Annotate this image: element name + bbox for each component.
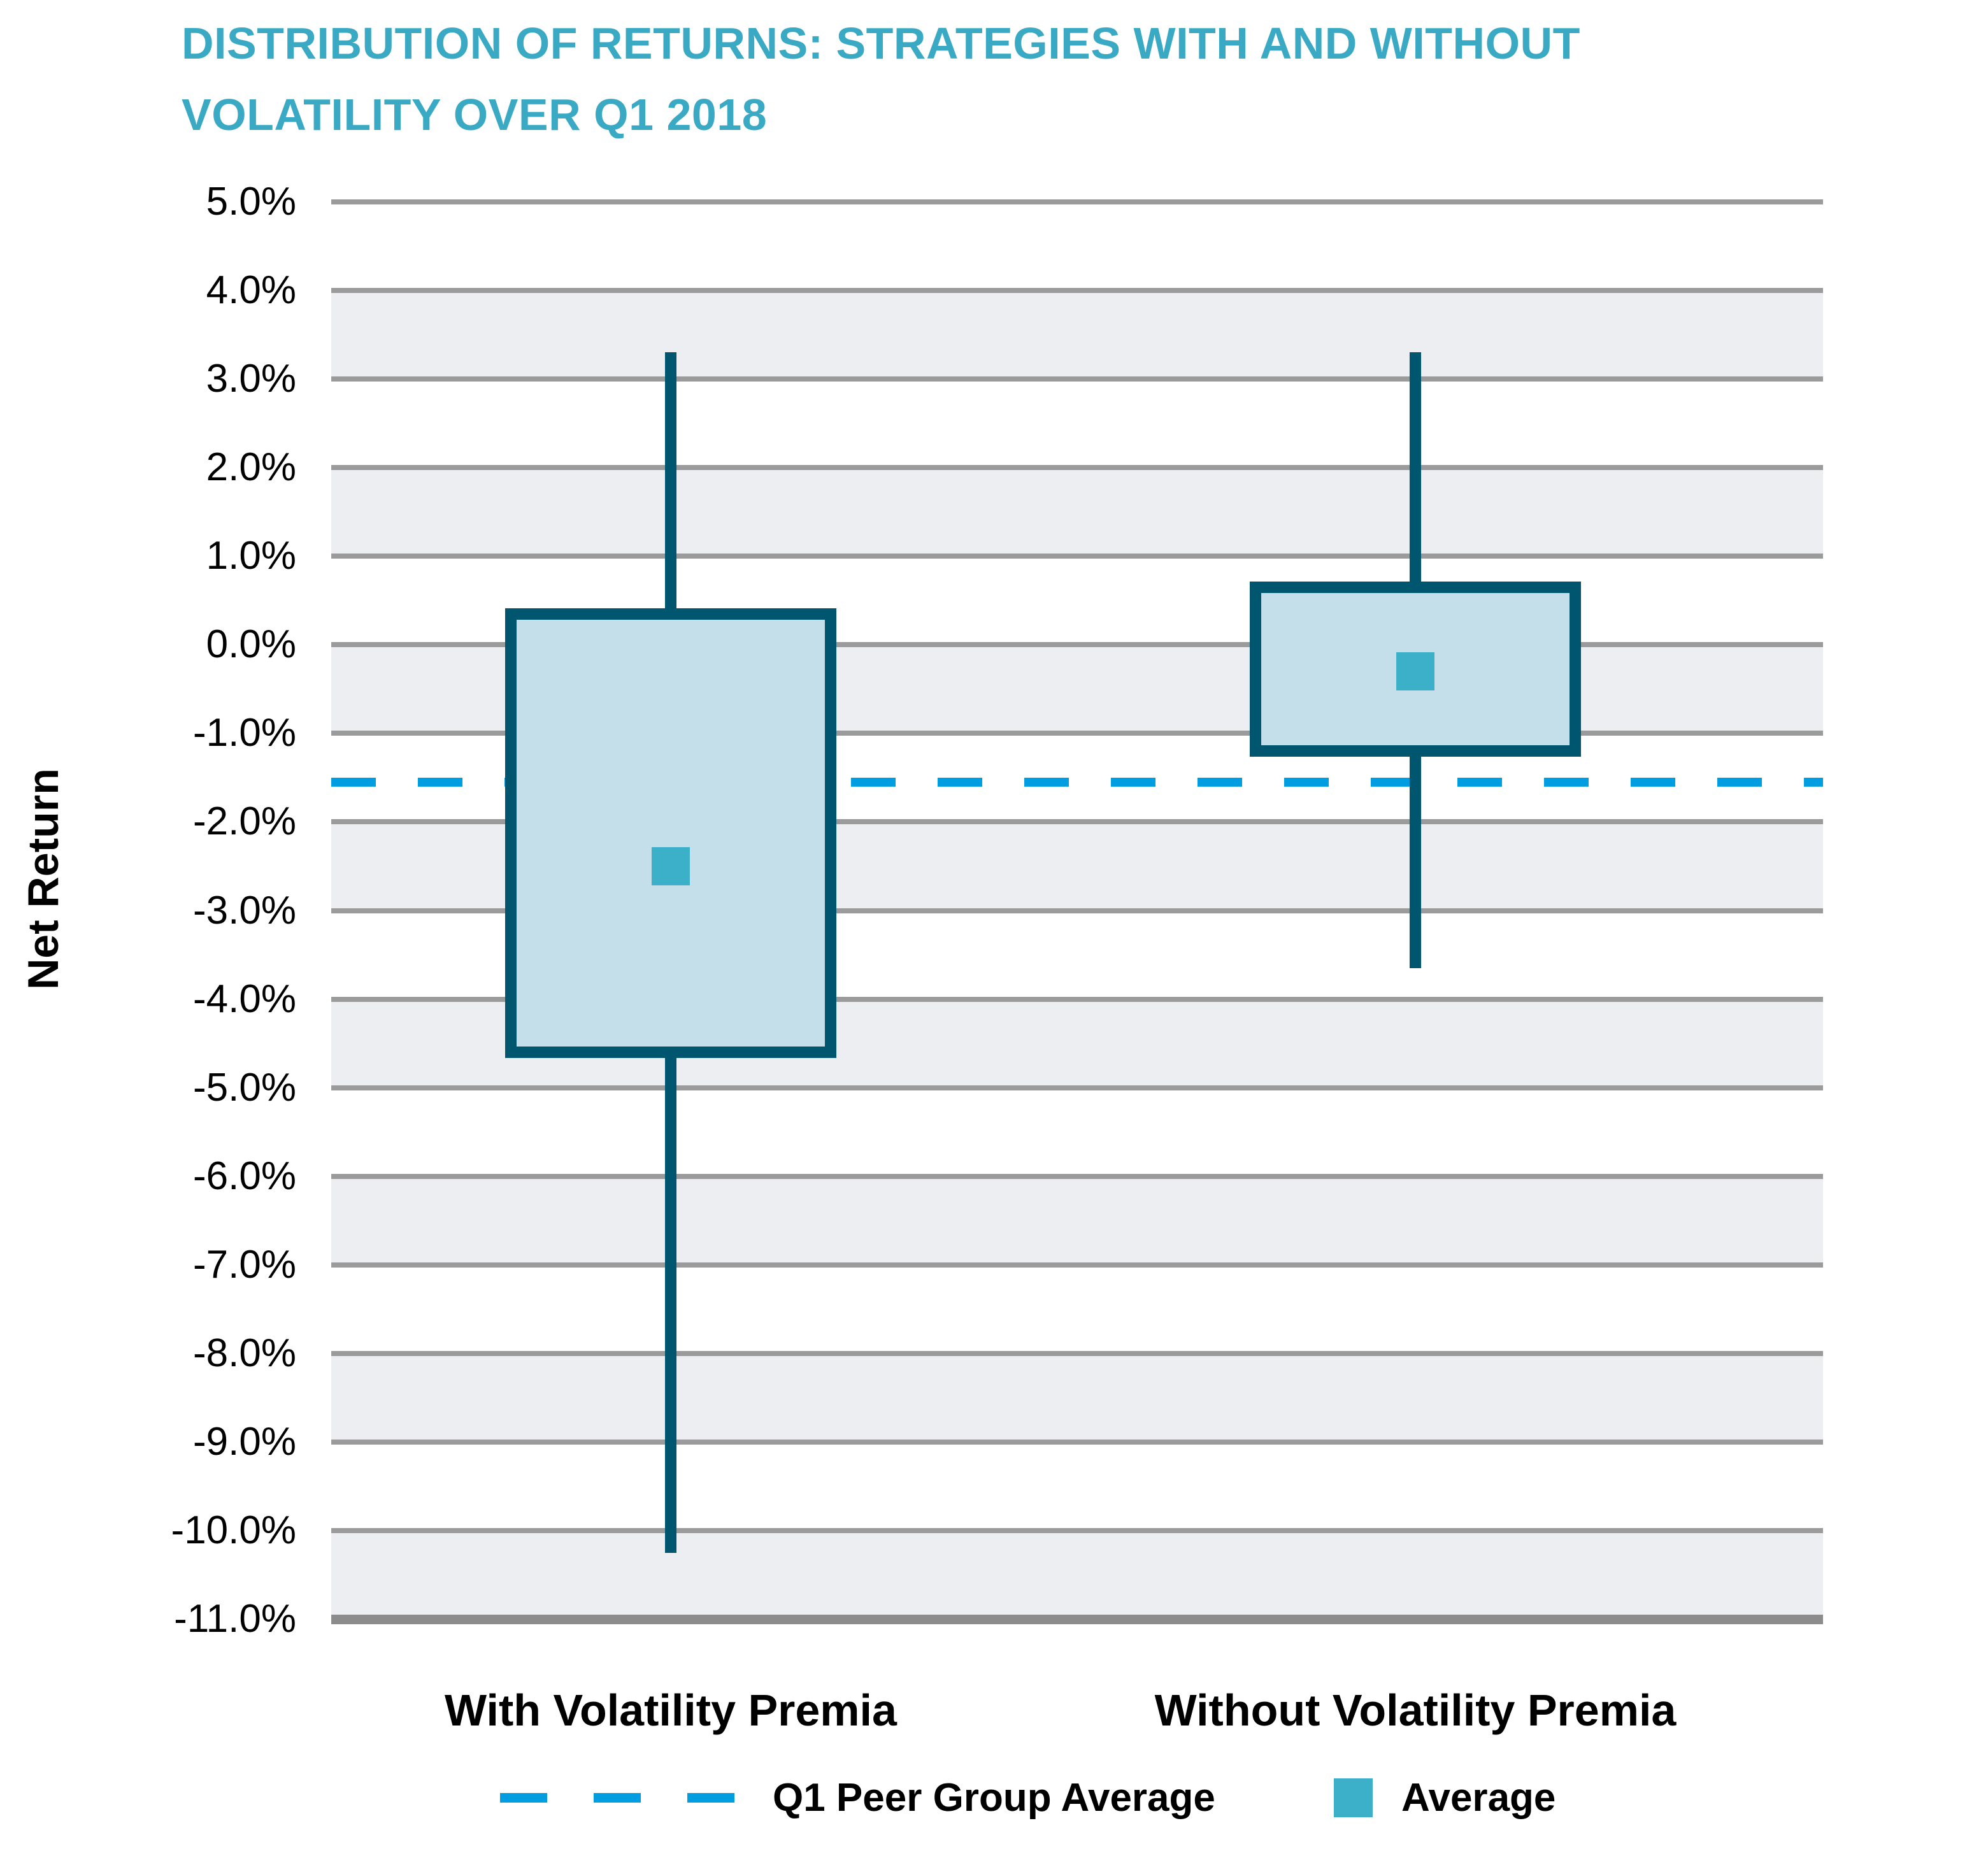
y-tick-label: -7.0% <box>193 1242 296 1287</box>
grid-band <box>331 290 1823 380</box>
grid-band <box>331 1353 1823 1442</box>
y-axis-title: Net Return <box>19 768 68 990</box>
gridline <box>331 908 1823 913</box>
gridline <box>331 1173 1823 1179</box>
y-tick-label: -2.0% <box>193 799 296 844</box>
gridline <box>331 554 1823 559</box>
legend-dashed-line-swatch <box>500 1793 741 1803</box>
chart-title-line1: DISTRIBUTION OF RETURNS: STRATEGIES WITH… <box>182 18 1580 68</box>
x-category-label: With Volatility Premia <box>445 1685 897 1735</box>
x-category-label: Without Volatility Premia <box>1154 1685 1677 1735</box>
grid-band <box>331 1530 1823 1619</box>
gridline <box>331 1527 1823 1533</box>
gridline <box>331 1085 1823 1090</box>
legend-label-peer-group-average: Q1 Peer Group Average <box>773 1776 1215 1820</box>
legend-label-average: Average <box>1401 1776 1556 1820</box>
y-tick-label: 3.0% <box>206 357 296 401</box>
gridline <box>331 642 1823 648</box>
average-marker <box>1396 652 1434 691</box>
y-tick-label: -10.0% <box>171 1508 296 1552</box>
y-tick-label: -4.0% <box>193 976 296 1021</box>
y-tick-label: -3.0% <box>193 888 296 932</box>
box <box>505 608 836 1058</box>
chart-title: DISTRIBUTION OF RETURNS: STRATEGIES WITH… <box>182 8 1838 150</box>
y-tick-label: -9.0% <box>193 1419 296 1464</box>
y-tick-label: -5.0% <box>193 1065 296 1110</box>
y-tick-label: -8.0% <box>193 1331 296 1375</box>
chart-title-line2: VOLATILITY OVER Q1 2018 <box>182 90 768 139</box>
gridline <box>331 819 1823 825</box>
gridline <box>331 731 1823 736</box>
gridline <box>331 465 1823 471</box>
legend-average-swatch <box>1334 1778 1373 1817</box>
gridline <box>331 199 1823 204</box>
gridline <box>331 1439 1823 1445</box>
y-tick-label: 0.0% <box>206 622 296 667</box>
x-axis-baseline <box>331 1615 1823 1624</box>
y-tick-label: -6.0% <box>193 1154 296 1198</box>
grid-band <box>331 1176 1823 1265</box>
y-tick-label: 1.0% <box>206 534 296 578</box>
gridline <box>331 1350 1823 1356</box>
grid-band <box>331 468 1823 557</box>
gridline <box>331 376 1823 382</box>
gridline <box>331 288 1823 294</box>
gridline <box>331 1262 1823 1268</box>
y-tick-label: -11.0% <box>174 1597 296 1641</box>
y-tick-label: 4.0% <box>206 268 296 313</box>
gridline <box>331 996 1823 1002</box>
average-marker <box>652 847 690 885</box>
y-tick-label: 5.0% <box>206 180 296 224</box>
y-tick-label: -1.0% <box>193 711 296 755</box>
y-tick-label: 2.0% <box>206 445 296 490</box>
